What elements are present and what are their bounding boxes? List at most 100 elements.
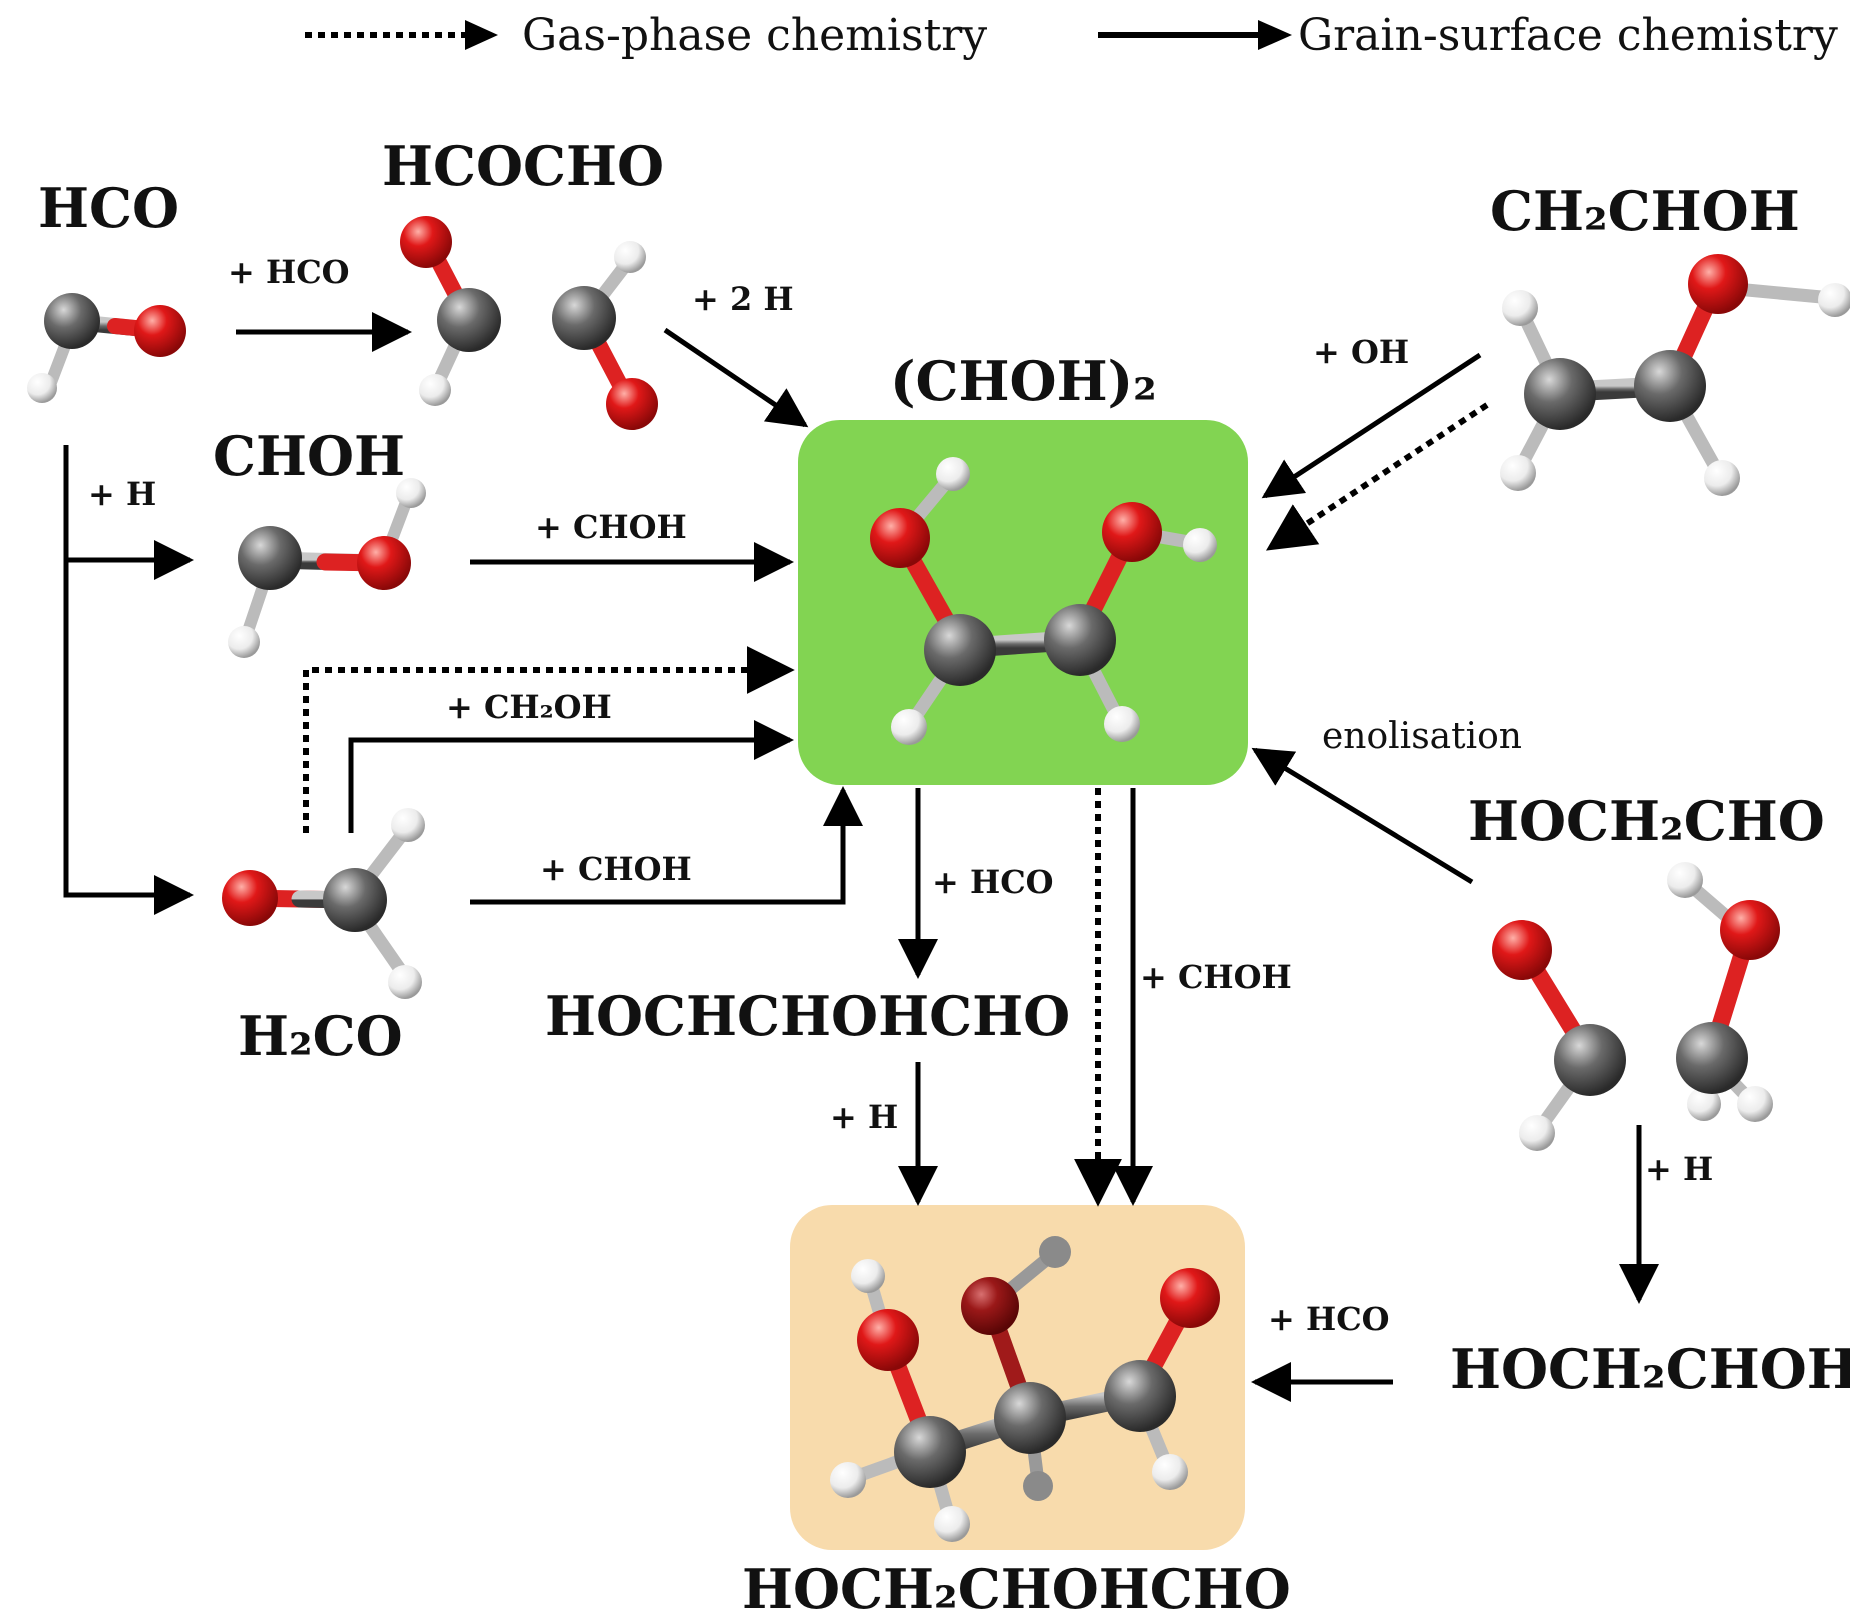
hydrogen-atom xyxy=(396,478,426,508)
hoch2cho-label: HOCH₂CHO xyxy=(1468,789,1825,853)
rx-plus-hco-3: + HCO xyxy=(1268,1300,1390,1338)
hydrogen-atom xyxy=(1519,1115,1555,1151)
hydrogen-atom xyxy=(228,626,260,658)
product-label: HOCH₂CHOHCHO xyxy=(742,1557,1291,1614)
carbon-atom xyxy=(1044,604,1116,676)
oxygen-atom xyxy=(961,1277,1019,1335)
hydrogen-atom xyxy=(1183,528,1217,562)
hco-label: HCO xyxy=(38,176,179,240)
reaction-arrows xyxy=(63,312,1659,1402)
ch2choh-label: CH₂CHOH xyxy=(1490,179,1800,243)
rx-plus-ch2oh: + CH₂OH xyxy=(446,688,612,726)
legend-grain-surface-label: Grain-surface chemistry xyxy=(1298,10,1838,61)
carbon-atom xyxy=(437,288,501,352)
hydrogen-atom xyxy=(1818,283,1850,317)
hydrogen-atom xyxy=(419,374,451,406)
oxygen-atom xyxy=(1492,920,1552,980)
hydrogen-atom xyxy=(1687,1087,1721,1121)
hydrogen-atom xyxy=(1737,1086,1773,1122)
oxygen-atom xyxy=(1160,1268,1220,1328)
oxygen-atom xyxy=(1720,900,1780,960)
oxygen-atom xyxy=(400,216,452,268)
carbon-atom xyxy=(1104,1360,1176,1432)
hoch2cho-model xyxy=(1492,862,1780,1151)
carbon-atom xyxy=(1634,350,1706,422)
rx-plus-h-1: + H xyxy=(88,475,156,513)
rx-plus-choh-1: + CHOH xyxy=(535,508,687,546)
choh2-label: (CHOH)₂ xyxy=(890,349,1157,413)
hydrogen-atom xyxy=(1104,706,1140,742)
arrow-ch2choh-gas-to-choh2 xyxy=(1265,402,1489,551)
hydrogen-atom xyxy=(614,241,646,273)
legend-solid-arrowhead xyxy=(1258,20,1292,50)
choh-model xyxy=(228,478,426,658)
hydrogen-atom xyxy=(830,1462,866,1498)
arrow-enolisation xyxy=(1251,747,1474,885)
arrow-hco-to-h2co xyxy=(63,445,194,915)
hco-model xyxy=(27,293,186,403)
hcocho-model xyxy=(400,216,658,430)
hydrogen-atom xyxy=(1667,862,1703,898)
product-model xyxy=(830,1236,1220,1542)
rx-plus-h-3: + H xyxy=(1645,1150,1713,1188)
rx-plus-choh-2: + CHOH xyxy=(540,850,692,888)
oxygen-atom xyxy=(1688,254,1748,314)
oxygen-atom xyxy=(357,536,411,590)
carbon-atom xyxy=(323,868,387,932)
rx-plus-2h: + 2 H xyxy=(692,280,794,318)
legend-dotted-arrowhead xyxy=(465,20,498,50)
hydrogen-atom xyxy=(851,1259,885,1293)
choh-label: CHOH xyxy=(213,424,405,488)
choh2-model xyxy=(870,457,1217,745)
hydrogen-atom xyxy=(1023,1471,1053,1501)
carbon-atom xyxy=(894,1416,966,1488)
hochchohcho-label: HOCHCHOHCHO xyxy=(545,984,1070,1048)
h2co-model xyxy=(222,808,425,999)
oxygen-atom xyxy=(134,305,186,357)
rx-plus-choh-3: + CHOH xyxy=(1140,958,1292,996)
oxygen-atom xyxy=(222,870,278,926)
hydrogen-atom xyxy=(1039,1236,1071,1268)
rx-plus-h-2: + H xyxy=(830,1098,898,1136)
hydrogen-atom xyxy=(1502,290,1538,326)
rx-plus-hco-2: + HCO xyxy=(932,863,1054,901)
rx-plus-oh: + OH xyxy=(1313,333,1409,371)
oxygen-atom xyxy=(606,378,658,430)
rx-enolisation: enolisation xyxy=(1322,716,1522,757)
carbon-atom xyxy=(44,293,100,349)
hoch2choh-label: HOCH₂CHOH xyxy=(1450,1337,1850,1401)
hydrogen-atom xyxy=(388,965,422,999)
arrow-h2co-gas-to-choh2 xyxy=(303,646,795,833)
hcocho-label: HCOCHO xyxy=(382,134,664,198)
choh2-highlight-box xyxy=(798,420,1248,785)
hydrogen-atom xyxy=(936,457,970,491)
hydrogen-atom xyxy=(27,373,57,403)
oxygen-atom xyxy=(870,508,930,568)
carbon-atom xyxy=(924,614,996,686)
hydrogen-atom xyxy=(934,1506,970,1542)
arrow-h2co-ch2oh-to-choh2 xyxy=(348,720,794,833)
oxygen-atom xyxy=(1102,502,1162,562)
carbon-atom xyxy=(1554,1024,1626,1096)
legend: Gas-phase chemistry Grain-surface chemis… xyxy=(305,10,1838,61)
arrow-h2co-choh-to-choh2 xyxy=(470,786,863,905)
hydrogen-atom xyxy=(1704,460,1740,496)
ch2choh-model xyxy=(1500,254,1850,496)
arrow-hcocho-to-choh2 xyxy=(663,327,809,428)
hydrogen-atom xyxy=(891,709,927,745)
carbon-atom xyxy=(238,526,302,590)
rx-plus-hco-1: + HCO xyxy=(228,253,350,291)
oxygen-atom xyxy=(857,1309,919,1371)
hydrogen-atom xyxy=(1500,455,1536,491)
carbon-atom xyxy=(1524,358,1596,430)
arrow-ch2choh-oh-to-choh2 xyxy=(1261,352,1482,499)
legend-gas-phase-label: Gas-phase chemistry xyxy=(522,10,987,61)
h2co-label: H₂CO xyxy=(238,1004,403,1068)
hydrogen-atom xyxy=(391,808,425,842)
hydrogen-atom xyxy=(1152,1454,1188,1490)
carbon-atom xyxy=(1676,1022,1748,1094)
carbon-atom xyxy=(994,1382,1066,1454)
carbon-atom xyxy=(552,286,616,350)
